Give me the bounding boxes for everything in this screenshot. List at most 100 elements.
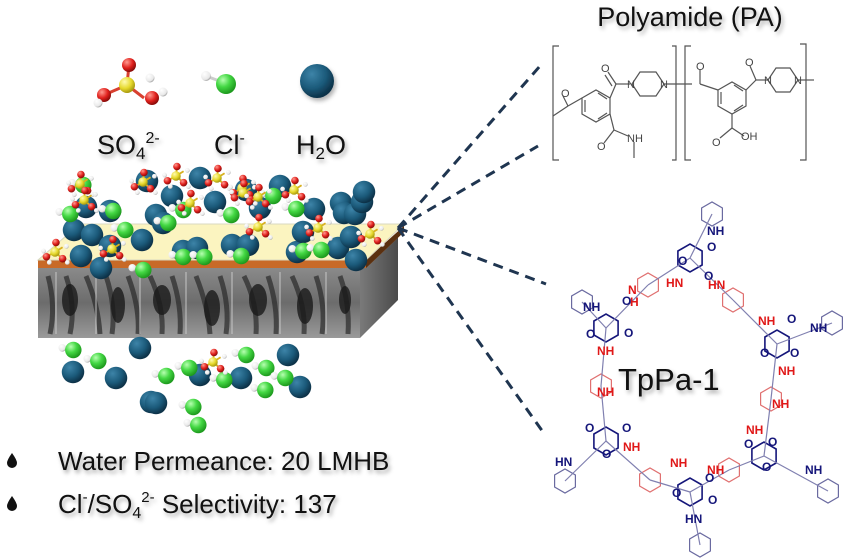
- diamine-linker-ring: [759, 386, 783, 412]
- cof-bond: [732, 299, 778, 345]
- cof-bond: [689, 213, 713, 259]
- water-molecule: [203, 190, 227, 214]
- svg-text:NH: NH: [627, 133, 643, 145]
- svg-text:O: O: [597, 141, 606, 153]
- cof-imine-label: NH: [746, 423, 763, 437]
- cof-oxygen-label: O: [704, 269, 713, 283]
- chloride-ion: [182, 415, 208, 435]
- chloride-ion: [269, 368, 295, 388]
- water-molecule: [61, 360, 85, 384]
- cof-bond: [605, 284, 649, 329]
- terminal-phenyl-ring: [688, 532, 712, 558]
- water-molecule: [130, 228, 154, 252]
- water-molecule: [144, 391, 168, 415]
- chloride-ion: [150, 366, 176, 386]
- chloride-ion: [280, 199, 306, 219]
- chloride-ion: [249, 380, 275, 400]
- cof-oxygen-label: O: [586, 327, 595, 341]
- chloride-ion: [177, 397, 203, 417]
- cof-oxygen-label: O: [705, 471, 714, 485]
- cof-bond: [763, 455, 829, 492]
- cof-imine-label: NH: [623, 440, 640, 454]
- tppa-title: TpPa-1: [618, 362, 720, 397]
- cof-imine-label: N: [628, 283, 637, 297]
- cof-oxygen-label: O: [744, 437, 753, 451]
- droplet-icon: [7, 496, 17, 511]
- cof-bond: [581, 301, 607, 329]
- cof-imine-label: NH: [778, 364, 795, 378]
- cof-bond: [770, 343, 778, 400]
- cof-oxygen-label: O: [672, 486, 681, 500]
- cof-amine-label: NH: [707, 224, 724, 238]
- cof-imine-label: NH: [772, 397, 789, 411]
- legend-chloride-icon: [201, 71, 236, 94]
- water-molecule: [276, 343, 300, 367]
- connector-line: [396, 65, 542, 229]
- polyamide-structure: O O N N O NH O O N N O OH: [552, 43, 814, 161]
- cof-bond: [564, 440, 607, 482]
- cof-bond: [728, 455, 765, 471]
- cof-bond: [689, 491, 701, 546]
- diamine-linker-ring: [721, 287, 745, 313]
- legend-chloride-label: Cl-: [214, 130, 245, 160]
- water-molecule: [344, 248, 368, 272]
- water-molecule: [104, 366, 128, 390]
- svg-text:N: N: [627, 79, 635, 91]
- legend-sulfate-label: SO42-: [97, 130, 160, 163]
- svg-text:O: O: [696, 61, 705, 73]
- connector-line: [397, 144, 539, 230]
- water-molecule: [89, 256, 113, 280]
- cof-amine-label: HN: [555, 455, 572, 469]
- selectivity-metric: Cl-/SO42- Selectivity: 137: [58, 489, 337, 522]
- polyamide-title: Polyamide (PA): [597, 2, 783, 32]
- connector-line: [397, 226, 547, 286]
- cof-imine-label: HN: [708, 278, 725, 292]
- connector-lines: [396, 65, 547, 433]
- cof-bond: [605, 440, 651, 481]
- cof-oxygen-label: O: [762, 460, 771, 474]
- cof-amine-label: NH: [583, 300, 600, 314]
- cof-oxygen-label: O: [622, 294, 631, 308]
- chloride-ion: [215, 205, 241, 225]
- chloride-ion: [173, 358, 199, 378]
- cof-oxygen-label: O: [708, 493, 717, 507]
- water-molecule: [229, 366, 253, 390]
- cof-oxygen-label: O: [622, 421, 631, 435]
- cof-oxygen-label: O: [760, 346, 769, 360]
- cof-amine-label: NH: [805, 463, 822, 477]
- cof-amine-label: HN: [685, 512, 702, 526]
- triformyl-core-ring: [593, 313, 619, 343]
- svg-text:O: O: [601, 63, 610, 75]
- polyamide-atom-labels: O O N N O NH O O N N O OH: [561, 57, 802, 153]
- svg-text:OH: OH: [741, 131, 758, 143]
- cof-bond: [776, 322, 833, 345]
- terminal-phenyl-ring: [700, 201, 724, 227]
- terminal-phenyl-ring: [570, 289, 594, 315]
- cof-oxygen-label: O: [707, 240, 716, 254]
- svg-text:N: N: [764, 75, 772, 87]
- cof-imine-label: NH: [670, 456, 687, 470]
- cof-oxygen-label: O: [624, 326, 633, 340]
- connector-line: [396, 227, 545, 433]
- svg-text:N: N: [660, 79, 668, 91]
- chloride-ion: [208, 370, 234, 390]
- cof-imine-label: NH: [597, 344, 614, 358]
- water-permeance-metric: Water Permeance: 20 LMHB: [58, 446, 390, 476]
- cof-bond: [600, 385, 607, 442]
- cof-oxygen-label: O: [678, 254, 687, 268]
- triformyl-core-ring: [677, 243, 703, 273]
- cof-oxygen-label: O: [585, 421, 594, 435]
- cof-bond: [600, 327, 607, 387]
- sulfate-ion: [161, 161, 192, 190]
- cof-bond: [649, 479, 691, 493]
- water-molecule: [352, 180, 376, 204]
- cof-bond: [689, 257, 734, 301]
- cof-oxygen-label: O: [602, 447, 611, 461]
- cof-bond: [689, 469, 730, 493]
- chloride-ion: [230, 345, 256, 365]
- cof-bond: [763, 398, 772, 457]
- terminal-phenyl-ring: [820, 310, 844, 336]
- diamine-linker-ring: [717, 457, 741, 483]
